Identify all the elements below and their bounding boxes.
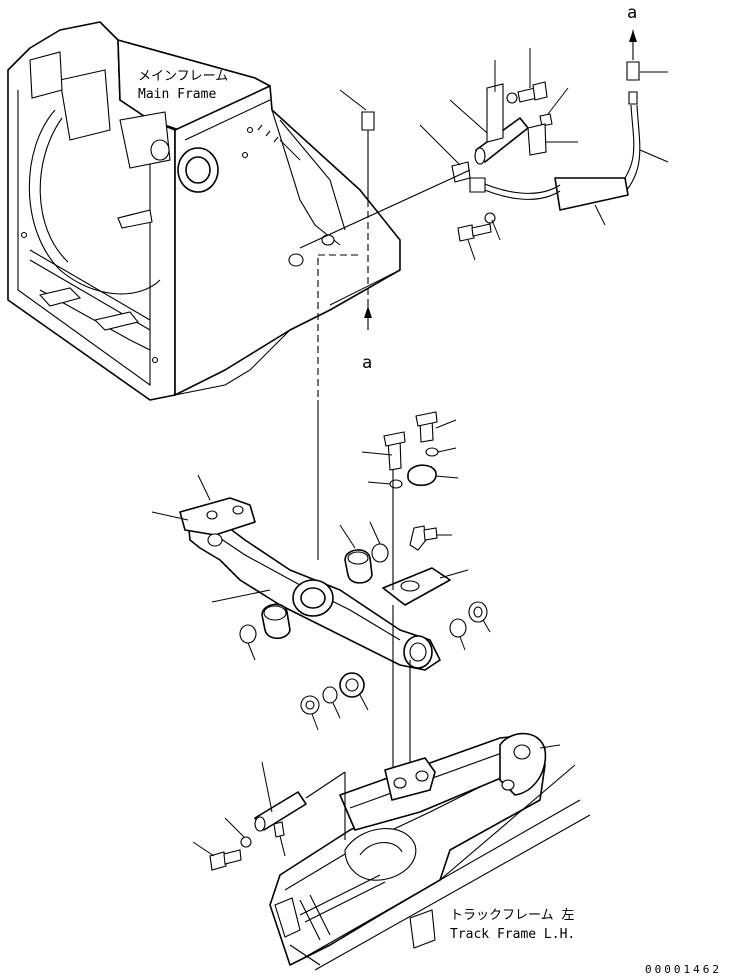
- track-frame-assembly: [269, 732, 591, 971]
- reference-a-middle: a: [362, 353, 372, 373]
- track-frame-label-en: Track Frame L.H.: [450, 927, 575, 942]
- main-frame-label-jp: メインフレーム: [138, 69, 228, 84]
- main-frame-assembly: [7, 21, 401, 401]
- equalizer-bar: [151, 474, 441, 671]
- upper-fittings: [279, 30, 669, 330]
- track-frame-label-jp: トラックフレーム 左: [450, 908, 574, 923]
- cover-and-grease: [361, 411, 469, 790]
- bushings-and-seals: [239, 521, 491, 731]
- drawing-number: 00001462: [645, 963, 722, 976]
- reference-a-top: a: [627, 3, 637, 23]
- main-frame-label-en: Main Frame: [138, 87, 216, 102]
- lower-pin-set: [192, 761, 346, 871]
